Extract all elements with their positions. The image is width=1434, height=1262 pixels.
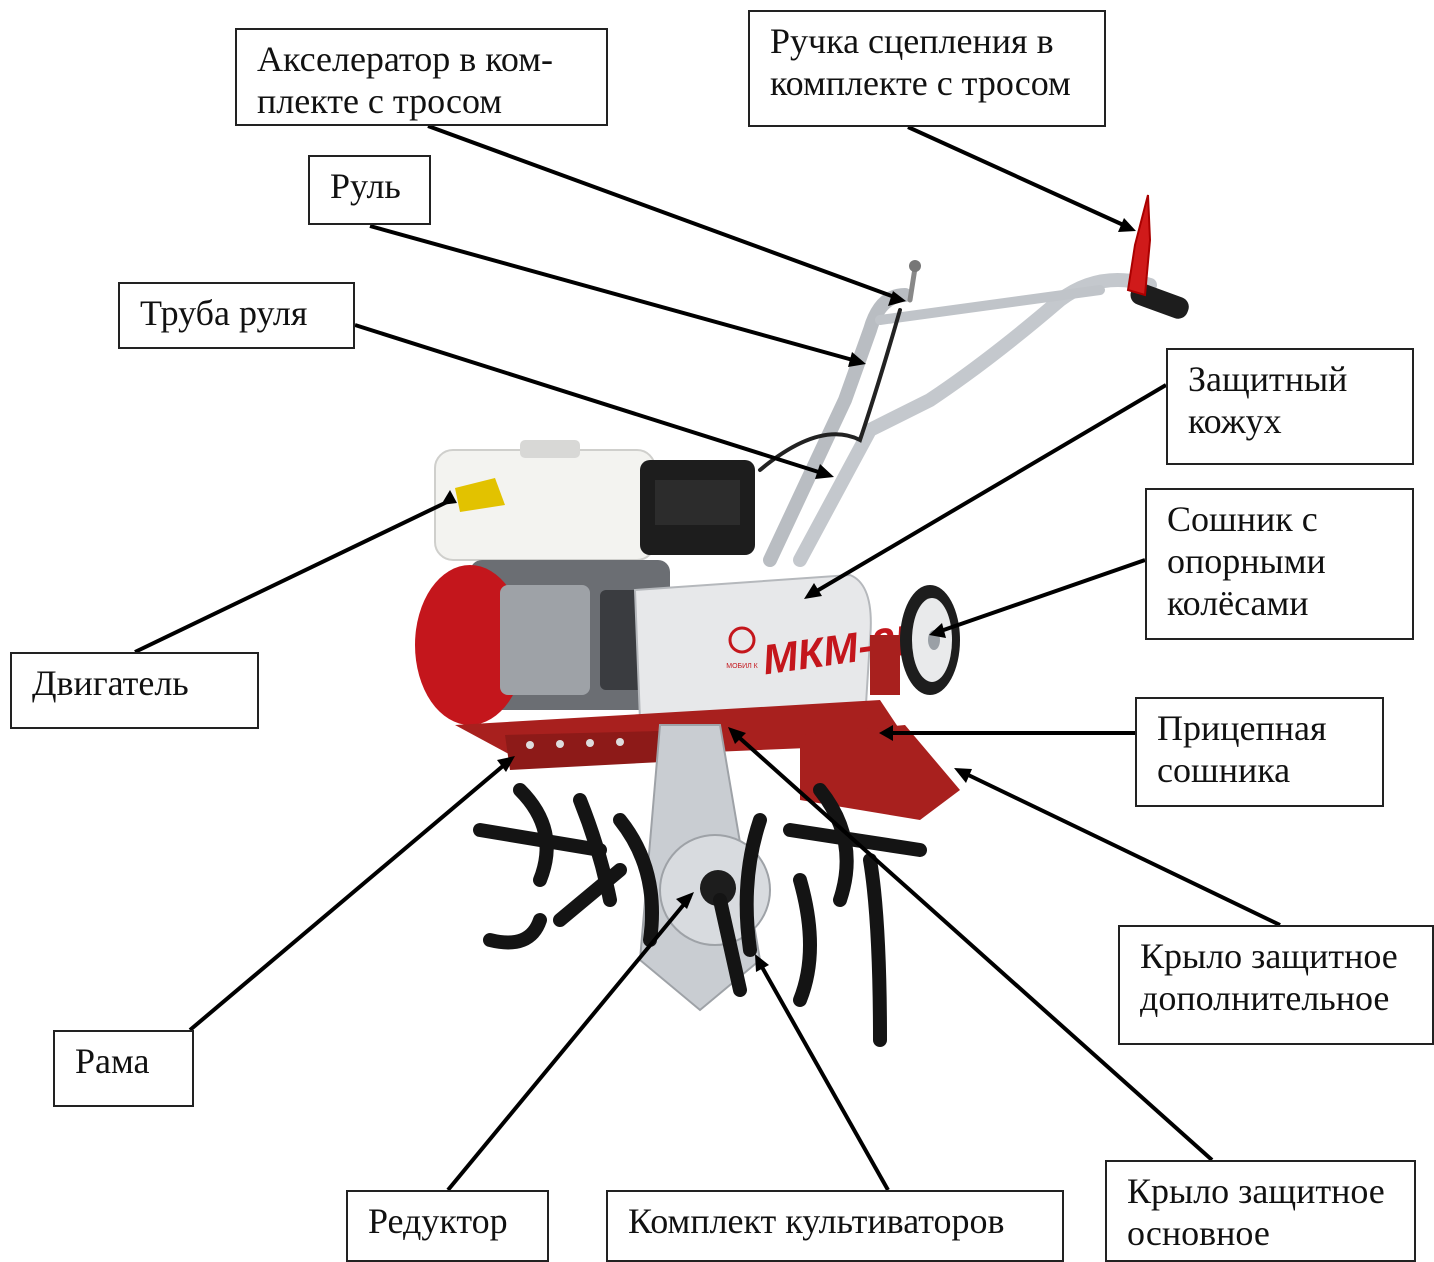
- recoil-starter: [415, 565, 525, 725]
- leader-coulter: [934, 558, 1146, 635]
- handlebar-tube-right: [793, 273, 1157, 567]
- additional-wing: [800, 725, 960, 820]
- leader-handlebar: [369, 224, 861, 364]
- leader-lines: [134, 124, 1281, 1192]
- leader-cultivator-kit: [756, 959, 890, 1191]
- callout-hitch: Прицепная сошника: [1135, 697, 1384, 807]
- leader-wing-main: [731, 730, 1214, 1162]
- arrow-clutch: [1118, 218, 1136, 232]
- callout-wing-main: Крыло защитное основное: [1105, 1160, 1416, 1262]
- callout-frame: Рама: [53, 1030, 194, 1107]
- leader-wing-additional: [959, 769, 1281, 927]
- leader-gearbox: [446, 895, 692, 1192]
- leader-clutch: [907, 125, 1131, 230]
- arrow-protective-cover: [804, 583, 822, 599]
- leader-protective-cover: [808, 383, 1168, 597]
- callout-accelerator: Акселератор в ком-плекте с тросом: [235, 28, 608, 126]
- leader-frame: [188, 758, 512, 1032]
- arrow-frame: [497, 756, 515, 772]
- brand-sticker: [455, 478, 505, 512]
- frame-bar: [505, 730, 700, 770]
- arrow-wing-main: [728, 727, 746, 744]
- leader-accelerator: [427, 124, 901, 301]
- callout-frame-text: Рама: [75, 1041, 150, 1081]
- callout-accelerator-text: Акселератор в ком-плекте с тросом: [257, 39, 553, 121]
- callout-clutch-text: Ручка сцепления в комплекте с тросом: [770, 21, 1071, 103]
- arrow-wing-additional: [954, 768, 972, 783]
- engine: [415, 440, 755, 725]
- arrow-coulter: [929, 623, 946, 638]
- callout-wing-additional-text: Крыло защитное дополнительное: [1140, 936, 1398, 1018]
- callout-handlebar-tube: Труба руля: [118, 282, 355, 349]
- arrow-accelerator: [888, 291, 906, 306]
- callout-gearbox-text: Редуктор: [368, 1201, 508, 1241]
- leader-handlebar-tube: [354, 323, 829, 477]
- callout-handlebar: Руль: [308, 155, 431, 225]
- callout-protective-cover-text: Защитный кожух: [1188, 359, 1348, 441]
- brand-label: МОБИЛ К: [726, 663, 758, 670]
- callout-hitch-text: Прицепная сошника: [1157, 708, 1327, 790]
- callout-coulter: Сошник с опорными колёсами: [1145, 488, 1414, 640]
- callout-wing-additional: Крыло защитное дополнительное: [1118, 925, 1434, 1045]
- arrow-engine: [441, 490, 457, 505]
- arrowheads: [441, 218, 1136, 972]
- callout-coulter-text: Сошник с опорными колёсами: [1167, 499, 1326, 623]
- arrow-handlebar-tube: [815, 464, 834, 479]
- arrow-handlebar: [848, 352, 866, 367]
- callout-gearbox: Редуктор: [346, 1190, 549, 1262]
- callout-handlebar-tube-text: Труба руля: [140, 293, 308, 333]
- callout-wing-main-text: Крыло защитное основное: [1127, 1171, 1385, 1253]
- callout-cultivator-kit-text: Комплект культиваторов: [628, 1201, 1005, 1241]
- handlebar-tube-left: [763, 288, 912, 567]
- leader-engine: [134, 500, 448, 654]
- arrow-cultivator-kit: [755, 954, 769, 972]
- callout-protective-cover: Защитный кожух: [1166, 348, 1414, 465]
- clutch-lever: [1126, 194, 1152, 297]
- callout-cultivator-kit: Комплект культиваторов: [606, 1190, 1064, 1262]
- callout-clutch: Ручка сцепления в комплекте с тросом: [748, 10, 1106, 127]
- callout-handlebar-text: Руль: [330, 166, 401, 206]
- cable: [758, 308, 902, 472]
- arrow-gearbox: [676, 892, 694, 909]
- arrow-hitch: [879, 725, 893, 741]
- support-wheel: [870, 585, 960, 695]
- handlebar-assembly: [758, 194, 1189, 567]
- handlebar-cross: [875, 285, 1105, 325]
- brand-emblem: [728, 626, 756, 654]
- callout-engine: Двигатель: [10, 652, 259, 729]
- accelerator-lever: [907, 265, 918, 303]
- callout-engine-text: Двигатель: [32, 663, 189, 703]
